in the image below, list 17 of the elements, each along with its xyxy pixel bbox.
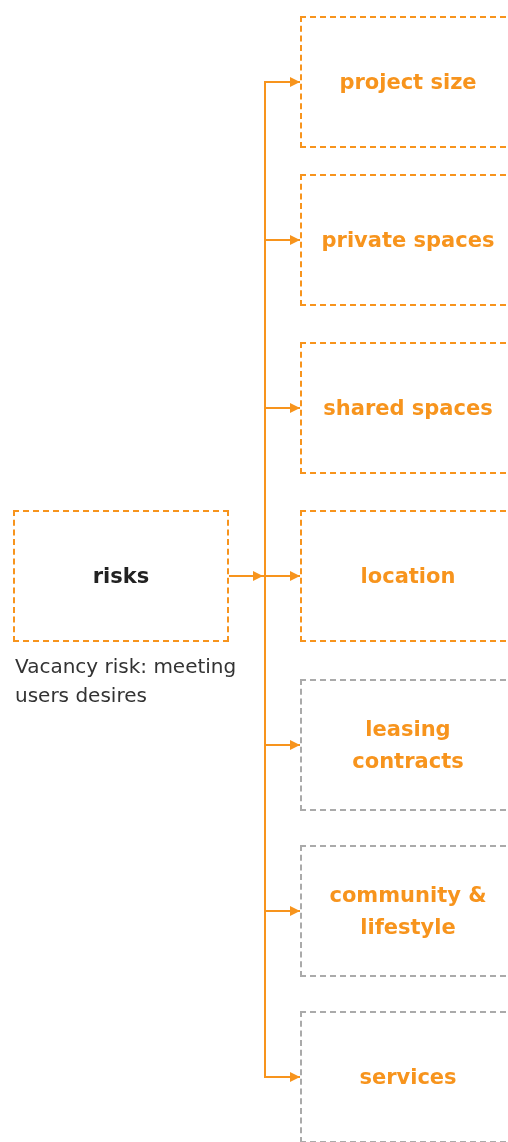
box-label: leasing contracts bbox=[351, 716, 465, 775]
dashed-box bbox=[300, 342, 508, 474]
dashed-box bbox=[300, 510, 508, 642]
dashed-box bbox=[300, 679, 508, 811]
caption-text: Vacancy risk: meeting users desires bbox=[15, 653, 238, 709]
dashed-box bbox=[13, 510, 229, 642]
box-label: community & lifestyle bbox=[328, 882, 488, 941]
box-label: shared spaces bbox=[323, 395, 493, 422]
box-label: risks bbox=[92, 563, 150, 590]
box-label: project size bbox=[339, 69, 477, 96]
dashed-box bbox=[300, 1011, 508, 1142]
box-label: private spaces bbox=[321, 227, 495, 254]
dashed-box bbox=[300, 16, 508, 148]
box-label: services bbox=[359, 1064, 457, 1091]
dashed-box bbox=[300, 845, 508, 977]
dashed-box bbox=[300, 174, 508, 306]
box-label: location bbox=[360, 563, 456, 590]
